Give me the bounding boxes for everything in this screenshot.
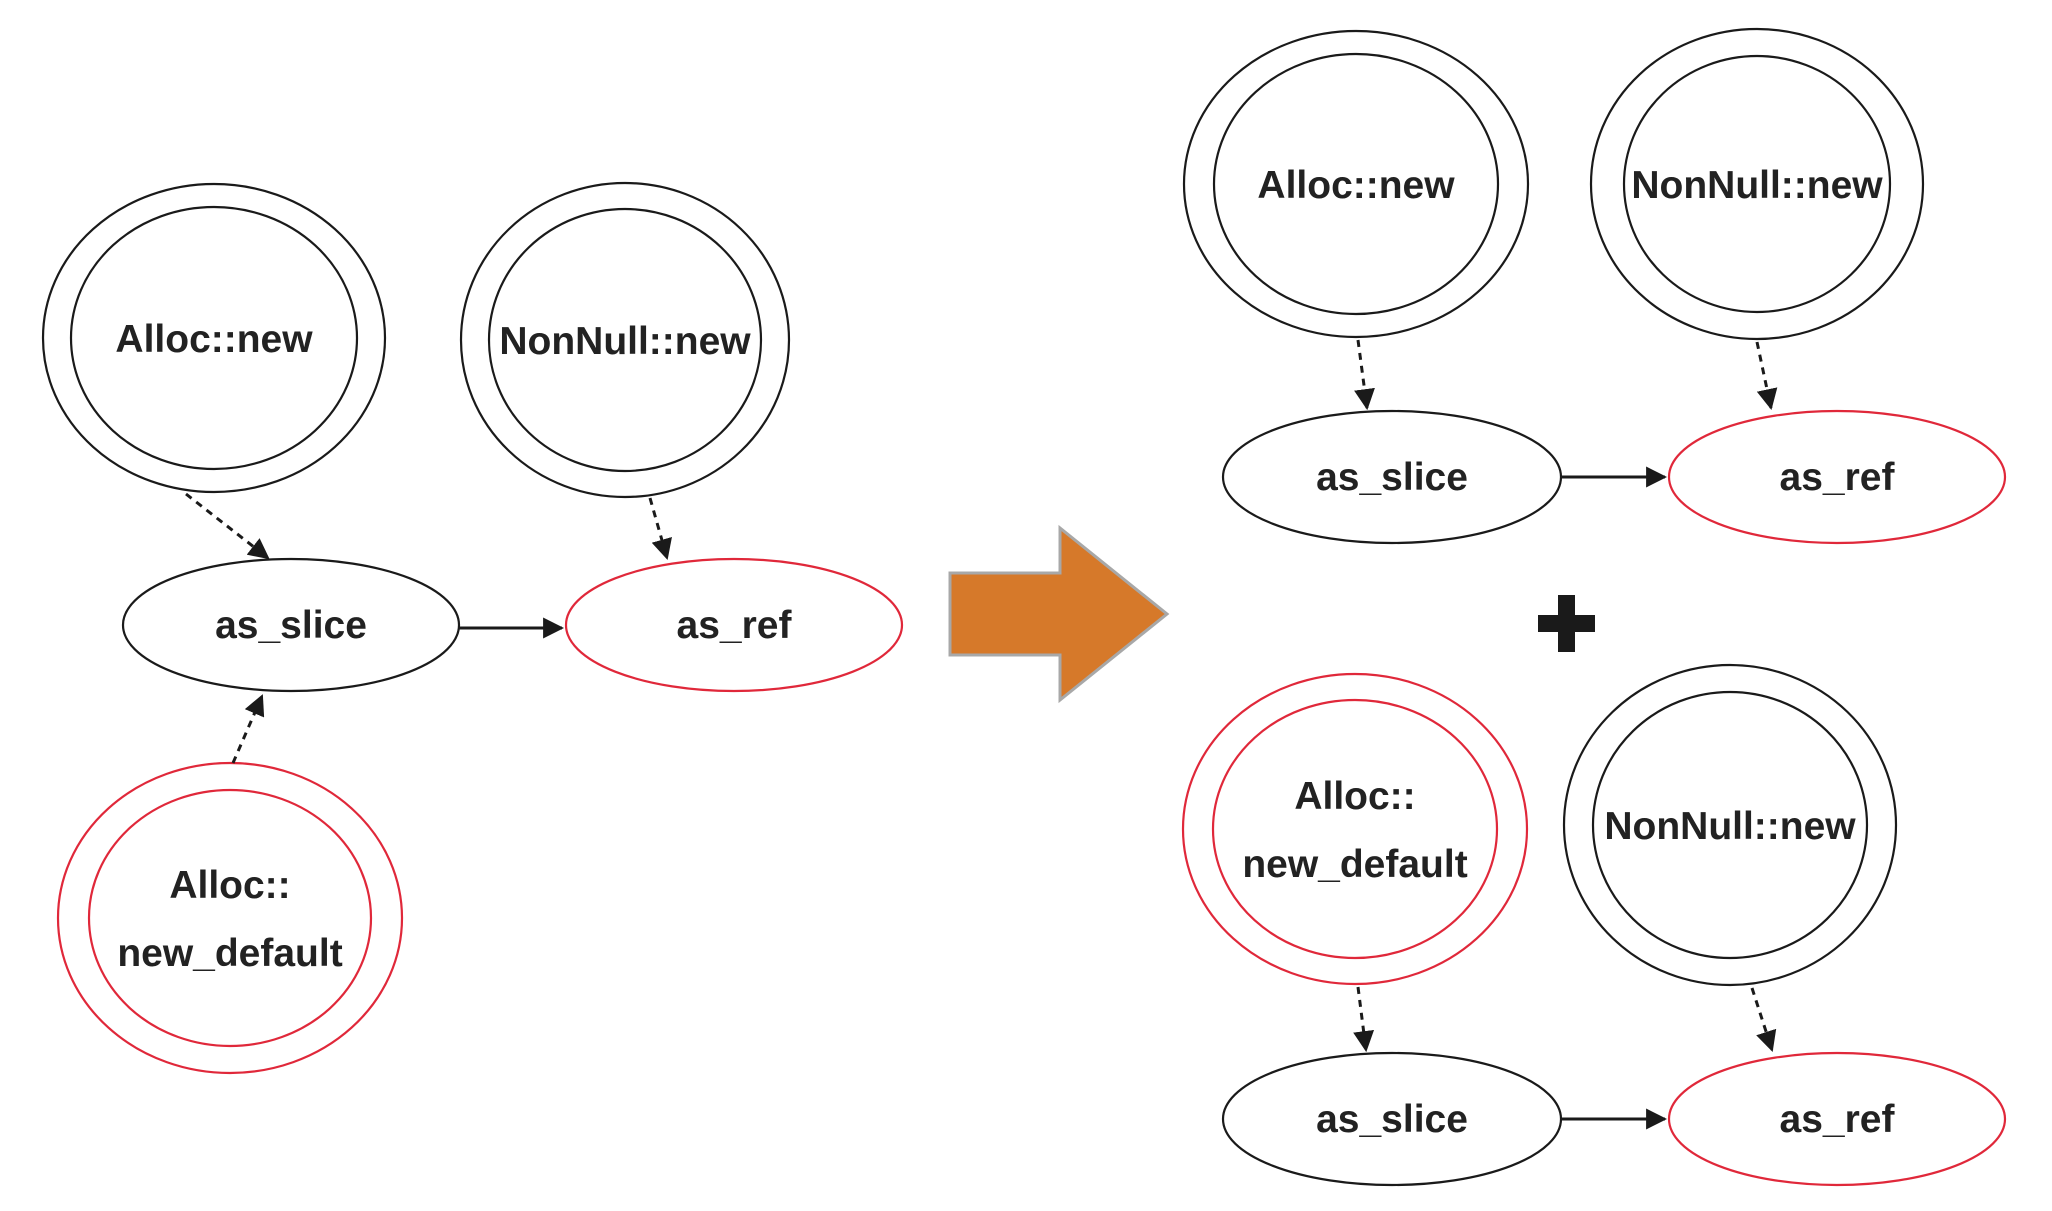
left-edge-nonnull-new-to-as-ref [648,497,672,561]
bottom-as-ref-label: as_ref [1780,1098,1896,1141]
left-node-nonnull-new: NonNull::new [459,181,791,499]
left-alloc-new-label: Alloc::new [115,318,313,361]
bottom-edge-alloc-new-default-to-as-slice [1353,986,1375,1053]
top-edge-nonnull-new-to-as-ref [1755,341,1778,411]
bottom-node-as-ref: as_ref [1667,1051,2007,1187]
plus-icon [1538,595,1595,652]
left-edge-alloc-new-default-to-as-slice [231,694,265,764]
bottom-edge-nonnull-new-to-as-ref [1750,987,1777,1052]
top-as-slice-label: as_slice [1316,456,1468,499]
bottom-graph: Alloc:: new_default NonNull::new as_slic… [1181,663,2007,1187]
bottom-node-nonnull-new: NonNull::new [1562,663,1898,987]
top-graph: Alloc::new NonNull::new as_slice as_ref [1182,27,2007,545]
left-alloc-new-default-label-1: Alloc:: [169,864,290,907]
left-nonnull-new-label: NonNull::new [499,320,751,363]
left-node-as-slice: as_slice [121,557,461,693]
top-as-ref-label: as_ref [1780,456,1896,499]
bottom-as-slice-label: as_slice [1316,1098,1468,1141]
left-graph: Alloc::new NonNull::new as_slice as_ref … [41,181,904,1075]
right-arrow-icon [948,524,1170,704]
left-node-alloc-new: Alloc::new [41,182,387,494]
bottom-node-alloc-new-default: Alloc:: new_default [1181,672,1529,986]
bottom-alloc-new-default-label-2: new_default [1242,843,1467,886]
top-alloc-new-label: Alloc::new [1257,164,1455,207]
left-node-as-ref: as_ref [564,557,904,693]
bottom-alloc-new-default-label-1: Alloc:: [1294,775,1415,818]
left-edge-alloc-new-to-as-slice [185,492,270,560]
top-node-as-slice: as_slice [1221,409,1563,545]
left-as-ref-label: as_ref [677,604,793,647]
top-nonnull-new-label: NonNull::new [1631,164,1883,207]
left-as-slice-label: as_slice [215,604,367,647]
top-edge-alloc-new-to-as-slice [1354,339,1375,411]
left-alloc-new-default-label-2: new_default [117,932,342,975]
top-node-nonnull-new: NonNull::new [1589,27,1925,341]
bottom-node-as-slice: as_slice [1221,1051,1563,1187]
bottom-nonnull-new-label: NonNull::new [1604,805,1856,848]
left-node-alloc-new-default: Alloc:: new_default [56,761,404,1075]
top-node-alloc-new: Alloc::new [1182,29,1530,339]
top-node-as-ref: as_ref [1667,409,2007,545]
